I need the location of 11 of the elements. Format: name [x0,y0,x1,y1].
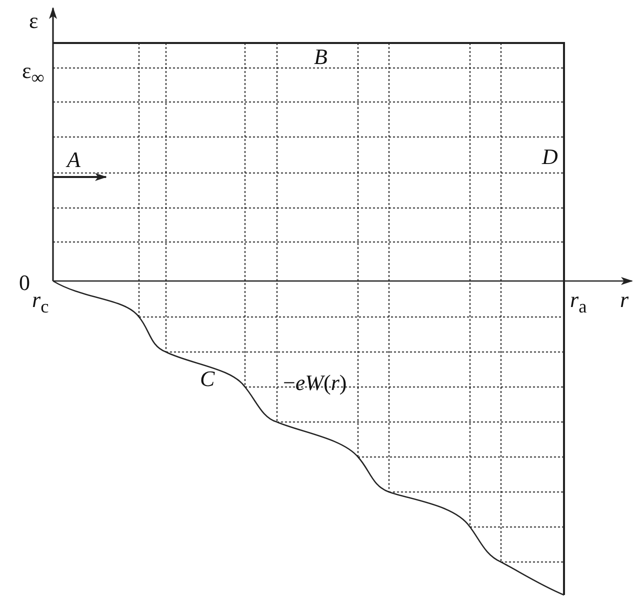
axis-label: ε [29,10,38,32]
tick-label: 0 [19,272,30,294]
tick-label: r$_{a}$ [570,289,587,318]
curve-label: −eW(r) [283,372,347,394]
axis-label: r [620,289,629,311]
curve-label: C [200,368,215,390]
tick-label: ε$_{∞}$ [22,60,44,88]
tick-label: r$_{c}$ [32,289,49,318]
region-label: A [67,149,80,171]
region-label: B [314,46,328,68]
region-label: D [542,146,558,168]
